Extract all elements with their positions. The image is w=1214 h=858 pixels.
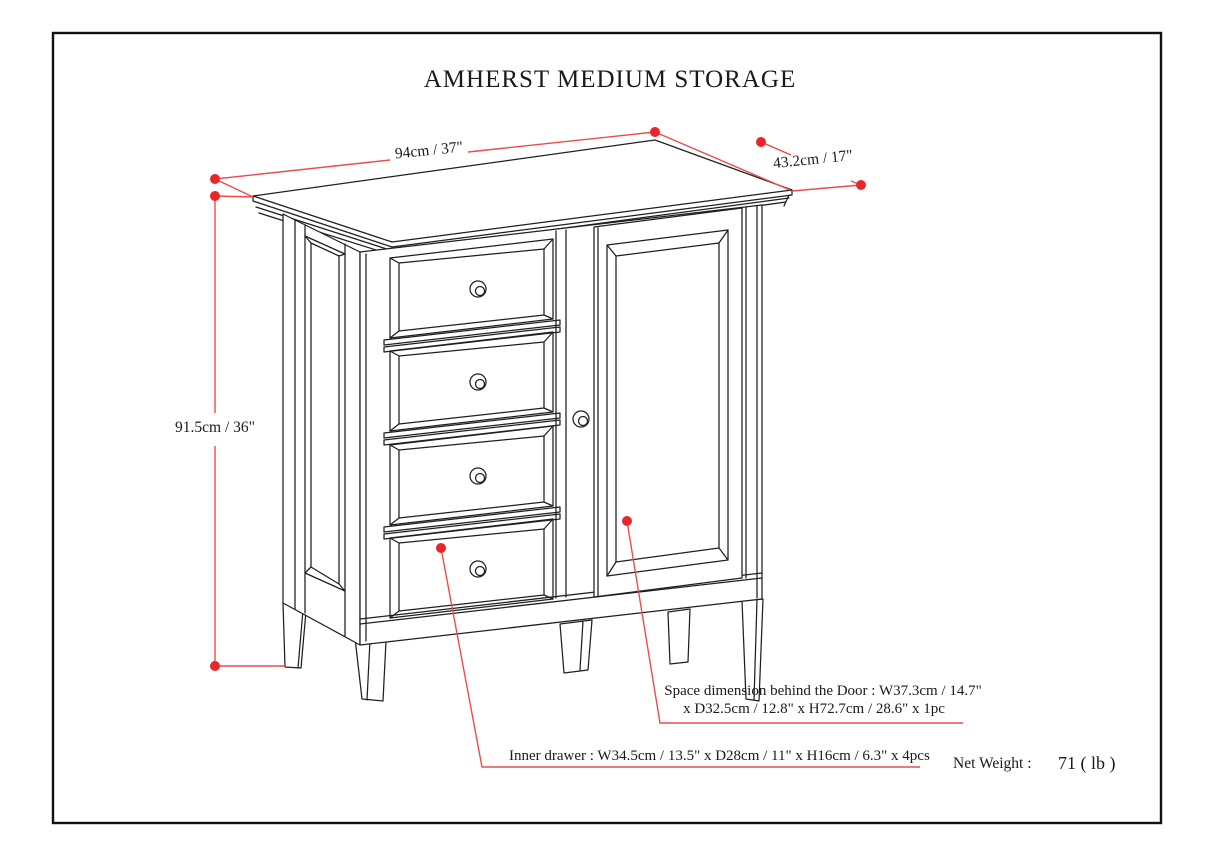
- dimension-annotations: [214, 131, 963, 768]
- door-space-leader-line: [626, 520, 963, 724]
- inner-drawer-note: Inner drawer : W34.5cm / 13.5" x D28cm /…: [509, 748, 930, 764]
- drawer-rail: [383, 506, 561, 540]
- door-knob-icon: [572, 410, 590, 428]
- drawer-knob-icon: [469, 560, 487, 578]
- depth-dimension-line: [760, 141, 792, 156]
- drawer-knob-icon: [469, 467, 487, 485]
- door-space-note-line2: x D32.5cm / 12.8" x H72.7cm / 28.6" x 1p…: [683, 701, 945, 717]
- door-space-note-line1: Space dimension behind the Door : W37.3c…: [664, 683, 982, 699]
- drawer-front-3: [389, 425, 554, 526]
- drawer-knob-icon: [469, 280, 487, 298]
- net-weight-label: Net Weight :: [953, 755, 1032, 772]
- dimension-endpoint-dots: [210, 127, 866, 671]
- drawer-rail: [383, 319, 561, 353]
- cabinet-door: [572, 206, 747, 598]
- drawer-rail: [383, 412, 561, 446]
- height-dimension-label: 91.5cm / 36": [175, 419, 255, 436]
- drawer-front-4: [389, 518, 554, 619]
- cabinet-legs: [282, 598, 764, 702]
- net-weight-value: 71 ( lb ): [1058, 753, 1116, 773]
- drawer-front-1: [389, 238, 554, 339]
- page-border: [51, 31, 1163, 825]
- width-dimension-line: [467, 131, 656, 153]
- page-title: AMHERST MEDIUM STORAGE: [423, 66, 797, 93]
- drawer-knob-icon: [469, 373, 487, 391]
- inner-drawer-leader-line: [440, 547, 920, 768]
- drawer-front-2: [389, 331, 554, 432]
- cabinet-left-side: [282, 213, 361, 646]
- width-dimension-line: [214, 159, 391, 180]
